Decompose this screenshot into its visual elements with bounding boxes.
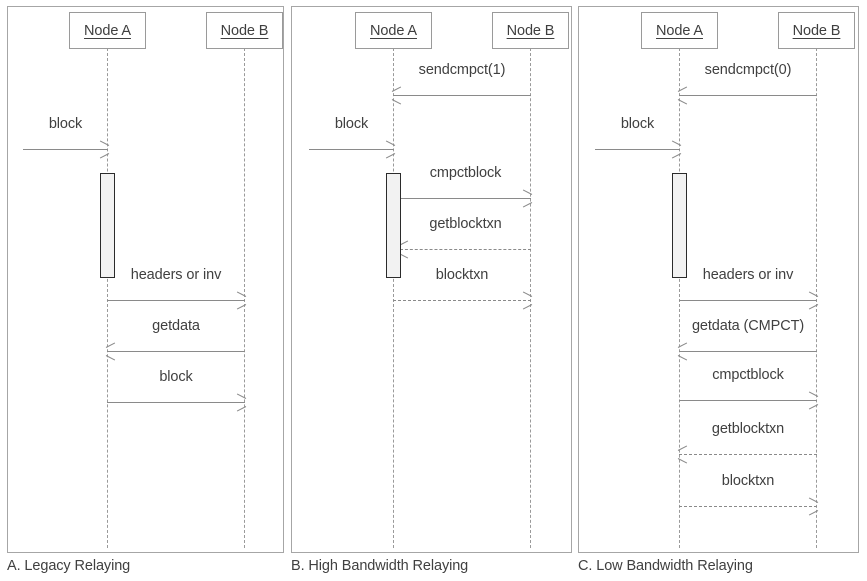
panel-low-bandwidth-relaying: Node A Node B sendcmpct(0) block headers… xyxy=(578,6,859,553)
message-label: sendcmpct(0) xyxy=(704,62,792,78)
message-line xyxy=(679,454,817,455)
message-block-inbound[interactable]: block xyxy=(309,116,394,150)
message-sendcmpct-0[interactable]: sendcmpct(0) xyxy=(679,62,817,96)
message-block-outbound[interactable]: block xyxy=(107,369,245,403)
message-line xyxy=(393,95,531,96)
message-label: block xyxy=(48,116,83,132)
actor-label-node-b: Node B xyxy=(506,22,555,39)
message-getblocktxn[interactable]: getblocktxn xyxy=(400,216,531,250)
activation-bar-node-a xyxy=(100,173,115,278)
message-line xyxy=(107,300,245,301)
actor-box-node-a[interactable]: Node A xyxy=(355,12,432,49)
message-line xyxy=(679,95,817,96)
panel-legacy-relaying: Node A Node B block headers or inv getda… xyxy=(7,6,284,553)
message-line xyxy=(679,351,817,352)
message-label: headers or inv xyxy=(702,267,794,283)
message-line xyxy=(400,198,531,199)
actor-box-node-a[interactable]: Node A xyxy=(641,12,718,49)
activation-bar-node-a xyxy=(672,173,687,278)
message-label: block xyxy=(159,369,193,385)
lifeline-node-a xyxy=(679,48,680,548)
actor-label-node-b: Node B xyxy=(220,22,269,39)
panel-caption-c: C. Low Bandwidth Relaying xyxy=(578,558,753,574)
message-getdata[interactable]: getdata xyxy=(107,318,245,352)
panel-high-bandwidth-relaying: Node A Node B sendcmpct(1) block cmpctbl… xyxy=(291,6,572,553)
message-label: block xyxy=(620,116,655,132)
actor-box-node-a[interactable]: Node A xyxy=(69,12,146,49)
message-cmpctblock[interactable]: cmpctblock xyxy=(679,367,817,401)
actor-box-node-b[interactable]: Node B xyxy=(206,12,283,49)
lifeline-node-b xyxy=(816,48,817,548)
message-blocktxn[interactable]: blocktxn xyxy=(679,473,817,507)
message-line xyxy=(309,149,394,150)
message-block-inbound[interactable]: block xyxy=(23,116,108,150)
panel-caption-b: B. High Bandwidth Relaying xyxy=(291,558,469,574)
actor-label-node-a: Node A xyxy=(656,22,703,39)
message-label: cmpctblock xyxy=(712,367,784,383)
message-sendcmpct-1[interactable]: sendcmpct(1) xyxy=(393,62,531,96)
panel-caption-a: A. Legacy Relaying xyxy=(7,558,131,574)
message-line xyxy=(595,149,680,150)
message-line xyxy=(393,300,531,301)
message-getdata-cmpct[interactable]: getdata (CMPCT) xyxy=(679,318,817,352)
message-blocktxn[interactable]: blocktxn xyxy=(393,267,531,301)
message-label: getblocktxn xyxy=(429,216,502,232)
actor-label-node-a: Node A xyxy=(84,22,131,39)
message-label: getblocktxn xyxy=(711,421,785,437)
message-cmpctblock[interactable]: cmpctblock xyxy=(400,165,531,199)
message-getblocktxn[interactable]: getblocktxn xyxy=(679,421,817,455)
message-label: cmpctblock xyxy=(429,165,502,181)
message-label: blocktxn xyxy=(435,267,489,283)
actor-label-node-a: Node A xyxy=(370,22,417,39)
lifeline-node-a xyxy=(393,48,394,548)
message-headers-or-inv[interactable]: headers or inv xyxy=(107,267,245,301)
message-label: headers or inv xyxy=(130,267,222,283)
activation-bar-node-a xyxy=(386,173,401,278)
message-headers-or-inv[interactable]: headers or inv xyxy=(679,267,817,301)
lifeline-node-a xyxy=(107,48,108,548)
message-block-inbound[interactable]: block xyxy=(595,116,680,150)
message-line xyxy=(679,506,817,507)
actor-box-node-b[interactable]: Node B xyxy=(492,12,569,49)
actor-label-node-b: Node B xyxy=(792,22,841,39)
message-label: getdata (CMPCT) xyxy=(691,318,805,334)
message-line xyxy=(23,149,108,150)
message-line xyxy=(679,400,817,401)
message-label: block xyxy=(334,116,369,132)
actor-box-node-b[interactable]: Node B xyxy=(778,12,855,49)
message-line xyxy=(679,300,817,301)
message-line xyxy=(107,402,245,403)
message-label: blocktxn xyxy=(721,473,775,489)
message-label: sendcmpct(1) xyxy=(418,62,506,78)
message-line xyxy=(107,351,245,352)
message-label: getdata xyxy=(152,318,200,334)
lifeline-node-b xyxy=(244,48,245,548)
message-line xyxy=(400,249,531,250)
lifeline-node-b xyxy=(530,48,531,548)
